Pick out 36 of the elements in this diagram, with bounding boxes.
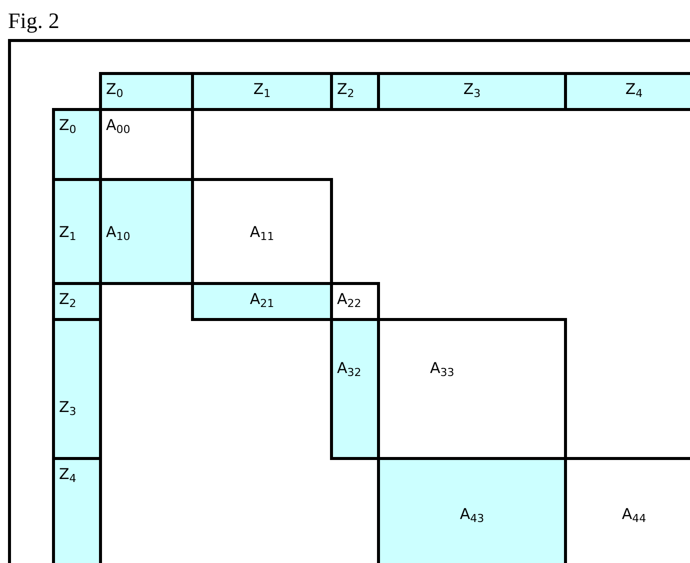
- cell-label: A$_{43}$: [458, 505, 486, 523]
- matrix-block: [99, 178, 194, 285]
- matrix-block: [377, 318, 567, 460]
- cell-label: A$_{11}$: [248, 222, 276, 240]
- cell-label: Z$_{0}$: [59, 116, 76, 134]
- column-header: [191, 72, 333, 111]
- cell-label: A$_{32}$: [337, 359, 362, 377]
- cell-label: A$_{21}$: [248, 290, 276, 308]
- cell-label: A$_{33}$: [430, 359, 454, 377]
- matrix-block: [330, 282, 380, 321]
- row-header: [52, 108, 102, 181]
- cell-label: Z$_{2}$: [59, 290, 76, 308]
- row-header: [52, 282, 102, 321]
- matrix-block: [191, 178, 333, 285]
- cell-label: Z$_{1}$: [252, 80, 272, 98]
- column-header: [330, 72, 380, 111]
- cell-label: Z$_{3}$: [462, 80, 482, 98]
- column-header: [564, 72, 690, 111]
- cell-label: Z$_{1}$: [59, 222, 76, 240]
- matrix-block: [330, 318, 380, 460]
- row-header: [52, 457, 102, 563]
- row-header: [52, 318, 102, 460]
- cell-label: Z$_{2}$: [337, 80, 354, 98]
- cell-label: Z$_{0}$: [106, 80, 124, 98]
- cell-label: Z$_{4}$: [59, 465, 76, 483]
- figure-title: Fig. 2: [8, 8, 60, 34]
- matrix-block: [377, 457, 567, 563]
- column-header: [377, 72, 567, 111]
- matrix-block: [191, 282, 333, 321]
- row-header: [52, 178, 102, 285]
- cell-label: A$_{22}$: [337, 290, 362, 308]
- cell-label: A$_{44}$: [620, 505, 648, 523]
- cell-label: Z$_{3}$: [59, 398, 76, 416]
- cell-label: A$_{00}$: [106, 116, 130, 134]
- cell-label: Z$_{4}$: [624, 80, 644, 98]
- cell-label: A$_{10}$: [106, 222, 130, 240]
